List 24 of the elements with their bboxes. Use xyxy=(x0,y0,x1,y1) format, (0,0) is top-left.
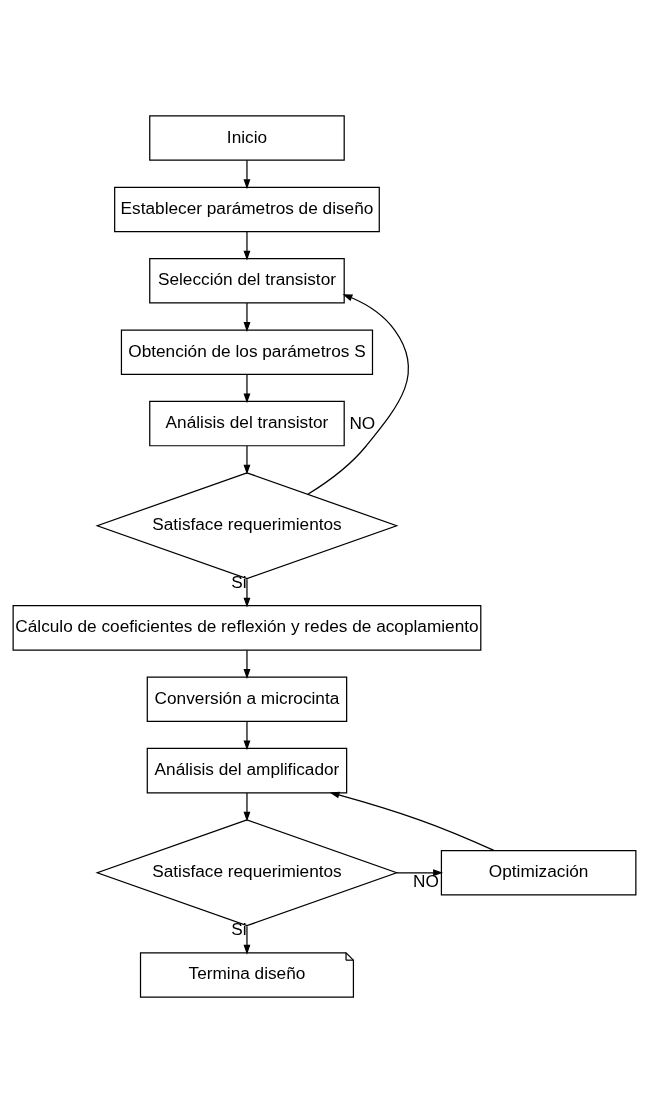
arrow xyxy=(243,578,251,608)
node-box: Análisis del amplificador xyxy=(146,747,348,793)
arrow xyxy=(243,649,251,679)
arrow xyxy=(307,293,410,495)
arrow xyxy=(243,791,251,822)
arrow xyxy=(243,720,251,750)
node-box: Optimización xyxy=(440,849,637,896)
arrow xyxy=(243,373,251,403)
arrow xyxy=(243,230,251,261)
node-box: Análisis del transistor xyxy=(149,400,345,446)
node-box: Establecer parámetros de diseño xyxy=(114,186,380,232)
arrow xyxy=(243,302,251,332)
arrow xyxy=(243,159,251,189)
arrow xyxy=(243,925,251,955)
node-box: Conversión a microcinta xyxy=(146,676,348,722)
arrow xyxy=(243,444,251,474)
node-box: Inicio xyxy=(149,114,345,161)
node-box: Selección del transistor xyxy=(149,257,345,304)
arrow xyxy=(329,791,495,851)
arrow xyxy=(396,868,443,876)
node-box: Cálculo de coeficientes de reflexión y redes de acoplamiento xyxy=(12,604,482,651)
edge-label: NO xyxy=(349,412,376,433)
node-box: Obtención de los parámetros S xyxy=(120,328,374,375)
edge-label: NO xyxy=(413,870,439,891)
